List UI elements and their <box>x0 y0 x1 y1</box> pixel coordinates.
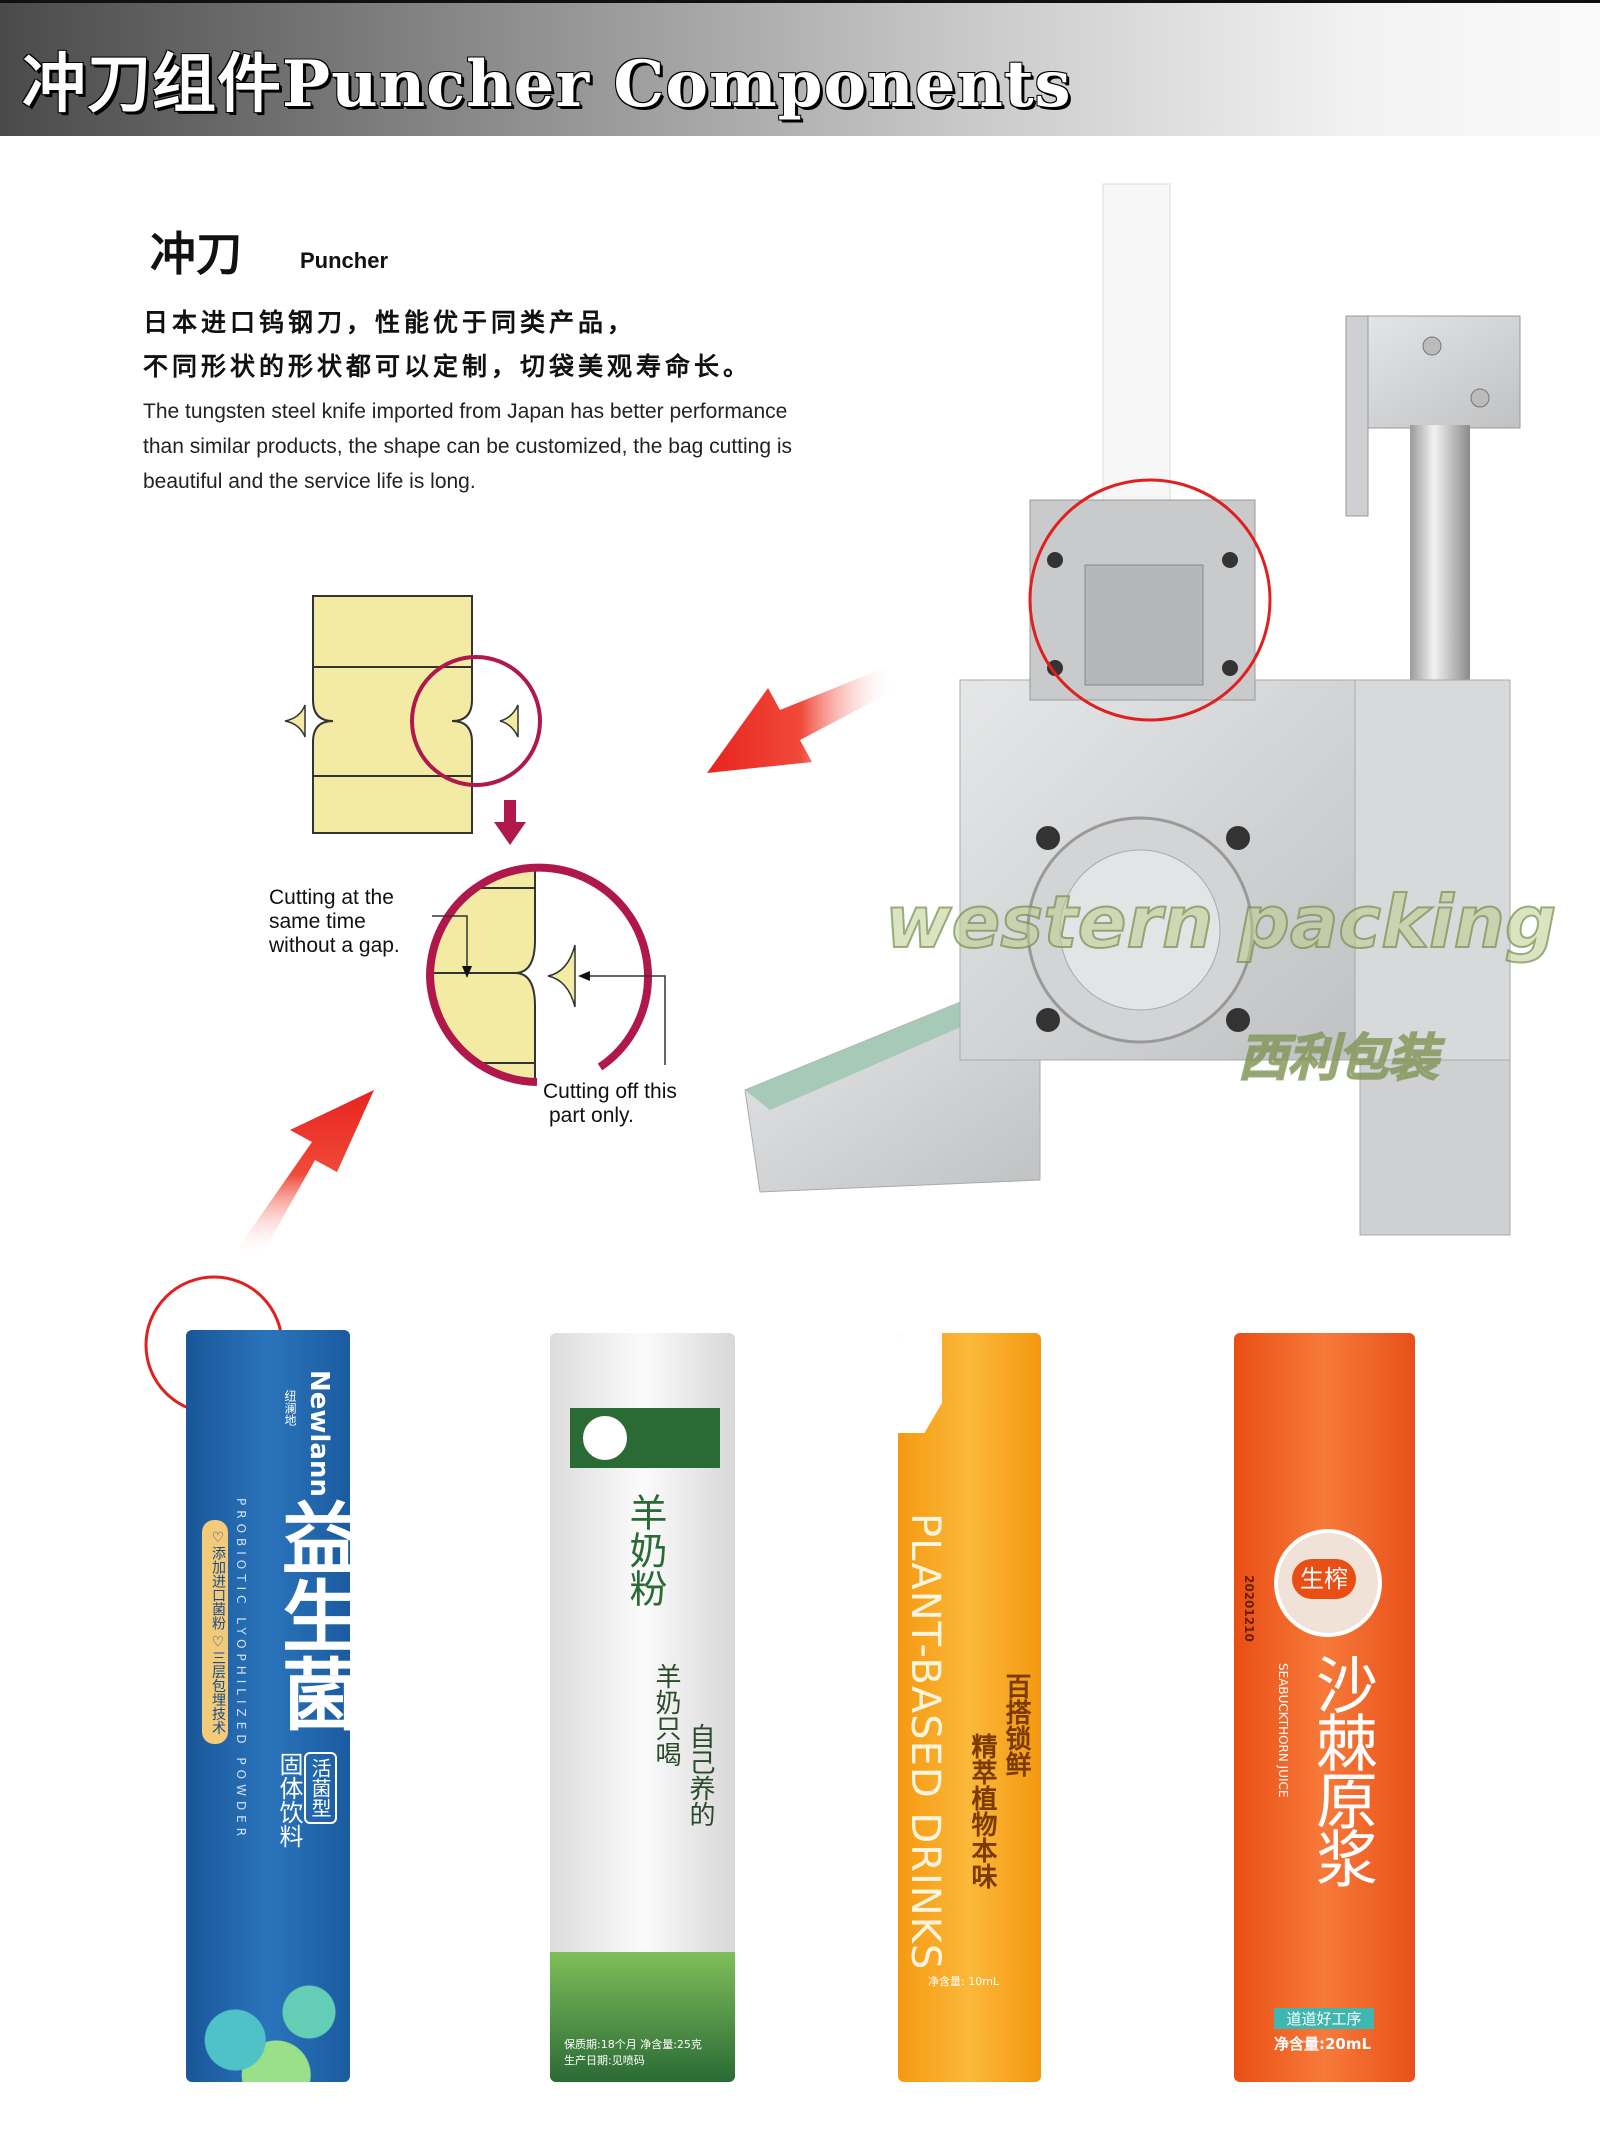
puncher-machine-image <box>744 183 1521 1236</box>
product-bag-plant-drink: PLANT-BASED DRINKS 百搭锁鲜 精萃植物本味 净含量: 10mL <box>898 1333 1041 2082</box>
product-name: 羊奶粉 <box>623 1493 667 1607</box>
product-name: PLANT-BASED DRINKS <box>902 1513 948 1971</box>
description-cn-line: 日本进口钨钢刀，性能优于同类产品， <box>143 308 637 337</box>
feature-band: 道道好工序 <box>1274 2008 1374 2029</box>
pasture-graphic: 保质期:18个月 净含量:25克 生产日期:见喷码 <box>550 1952 735 2082</box>
section-title-en: Puncher <box>300 248 389 273</box>
highlight-circle <box>410 655 542 787</box>
label-line: without a gap. <box>269 934 400 957</box>
description-en-line: The tungsten steel knife imported from J… <box>143 400 788 423</box>
slogan: 自己养的 <box>685 1723 715 1827</box>
production-date-info: 生产日期:见喷码 <box>564 2054 645 2067</box>
cut-piece-icon <box>284 704 306 738</box>
label-cutting-same-time: Cutting at the same time without a gap. <box>269 886 400 958</box>
feature-band: ♡添加进口菌粉 ♡三层包埋技术 <box>202 1520 228 1745</box>
cut-piece-icon <box>499 704 519 738</box>
product-subtitle: PROBIOTIC LYOPHILIZED POWDER <box>234 1498 248 1842</box>
product-bag-probiotic: Newlann 纽澜地 益生菌 PROBIOTIC LYOPHILIZED PO… <box>186 1330 350 2082</box>
product-name: 益生菌 <box>269 1498 350 1732</box>
product-bag-goat-milk: 羊奶粉 羊奶只喝 自己养的 保质期:18个月 净含量:25克 生产日期:见喷码 <box>550 1333 735 2082</box>
label-line: same time <box>269 910 366 933</box>
red-arrow-left-icon <box>707 668 895 773</box>
label-cutting-off: Cutting off this part only. <box>543 1080 677 1128</box>
red-highlight-circle <box>1028 478 1272 722</box>
fresh-badge: 生榨 <box>1292 1559 1356 1599</box>
bag-notch <box>898 1333 942 1433</box>
description-en-line: than similar products, the shape can be … <box>143 435 793 458</box>
watermark-en: western packing <box>884 879 1557 965</box>
red-arrow-up-icon <box>238 1090 374 1258</box>
shelf-life-info: 保质期:18个月 净含量:25克 <box>564 2038 702 2051</box>
product-subtitle: SEABUCKTHORN JUICE <box>1276 1663 1290 1798</box>
brand-logo: Newlann <box>304 1370 334 1497</box>
cut-piece-icon <box>547 944 576 1008</box>
bag-strip-diagram <box>284 595 542 845</box>
page-title: 冲刀组件Puncher Components <box>22 47 1072 122</box>
net-content: 净含量:20mL <box>1274 2035 1372 2053</box>
zoomed-cut-diagram <box>425 863 666 1086</box>
label-line: Cutting at the <box>269 886 394 909</box>
net-content: 净含量: 10mL <box>928 1975 1000 1988</box>
down-arrow-icon <box>494 800 526 845</box>
watermark-cn: 西利包装 <box>1237 1028 1439 1088</box>
header-banner: 冲刀组件Puncher Components <box>0 0 1600 136</box>
product-tag: 活菌型 <box>304 1752 337 1824</box>
slogan: 百搭锁鲜 <box>1001 1673 1031 1777</box>
slogan: 精萃植物本味 <box>967 1733 997 1889</box>
description-cn-line: 不同形状的形状都可以定制，切袋美观寿命长。 <box>143 352 753 381</box>
label-line: part only. <box>549 1104 634 1127</box>
slogan: 羊奶只喝 <box>651 1663 681 1767</box>
label-line: Cutting off this <box>543 1080 677 1103</box>
brand-cn: 纽澜地 <box>283 1390 297 1426</box>
product-type: 固体饮料 <box>275 1752 303 1848</box>
product-name: 沙棘原浆 <box>1305 1653 1378 1885</box>
bag-decoration <box>186 1942 350 2082</box>
production-date: 20201210 <box>1242 1575 1256 1642</box>
section-title-cn: 冲刀 <box>150 227 242 281</box>
drop-logo-icon <box>580 1413 630 1463</box>
product-bag-seabuckthorn: 生榨 沙棘原浆 SEABUCKTHORN JUICE 20201210 道道好工… <box>1234 1333 1415 2082</box>
description-en-line: beautiful and the service life is long. <box>143 470 476 493</box>
